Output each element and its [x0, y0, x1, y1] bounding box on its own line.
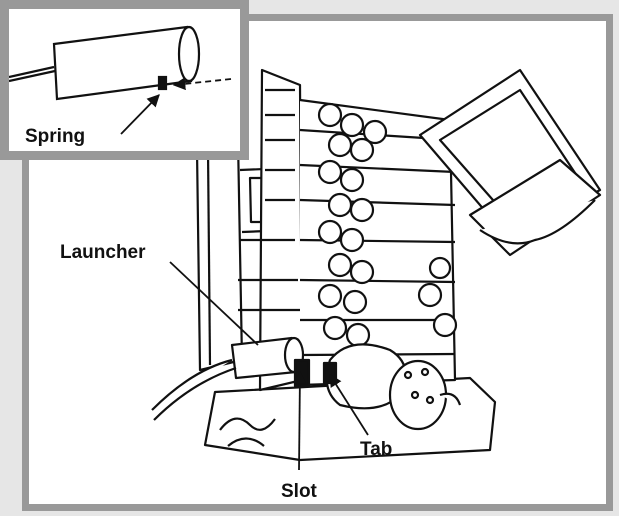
launcher-label: Launcher: [60, 242, 146, 263]
slot-shape: [293, 358, 311, 388]
slot-leader: [293, 370, 307, 471]
spring-label: Spring: [25, 126, 86, 147]
wall-panel: [195, 138, 244, 372]
spring-detail-inset: Spring: [0, 0, 249, 160]
spring-detail-illustration: [8, 25, 232, 135]
tab-leader: [329, 373, 369, 436]
ball-column: [317, 102, 458, 348]
tipping-chute: [418, 68, 602, 257]
figure-character: [325, 343, 462, 431]
slot-label: Slot: [281, 481, 317, 502]
tab-label: Tab: [360, 439, 393, 460]
launcher-leader: [169, 261, 259, 346]
